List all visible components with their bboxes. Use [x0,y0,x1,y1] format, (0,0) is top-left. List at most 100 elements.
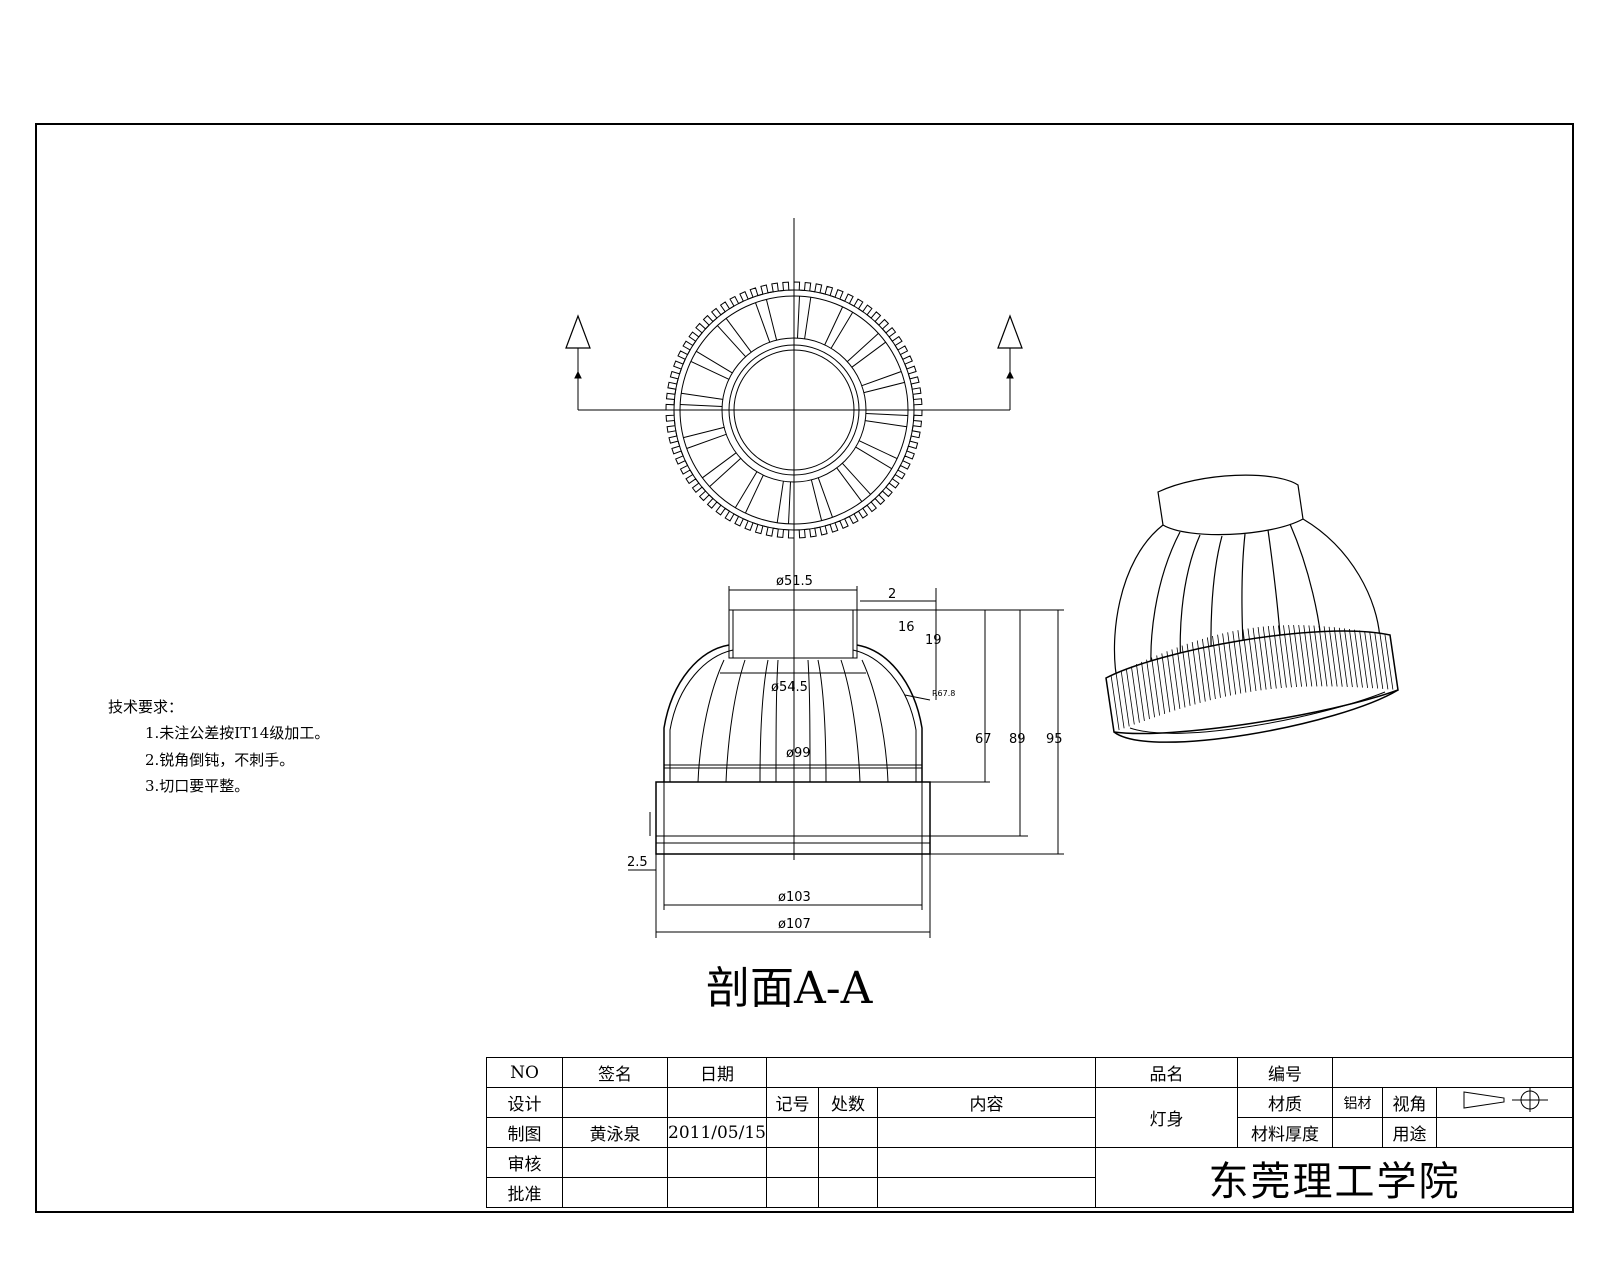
dim-d-mid: ø99 [786,746,811,761]
review-content [876,1147,1097,1178]
knurl-line [1166,651,1176,711]
count-header: 处数 [818,1087,878,1118]
knurl-line [1257,627,1267,690]
knurl-line [1267,626,1277,689]
knurl-line [1278,625,1287,688]
fin-line [734,471,758,508]
product-name: 灯身 [1095,1087,1239,1148]
date-header: 日期 [667,1057,767,1088]
knurl-line [1379,633,1389,690]
knurl-line [1369,631,1379,689]
knurl-line [1389,634,1399,691]
knurl-line [1262,626,1272,690]
material-label: 材质 [1237,1087,1334,1118]
knurl-line [1110,675,1120,731]
knurl-line [1186,643,1196,705]
knurl-line [1354,629,1363,688]
knurl-line [1120,670,1130,727]
fin-line [680,404,723,407]
review-label: 审核 [486,1147,563,1178]
product-header: 品名 [1095,1057,1239,1088]
knurl-line [1374,632,1384,689]
knurl-line [1146,659,1155,718]
approve-sign [562,1177,668,1208]
knurl-line [1288,625,1297,688]
fin-line [696,350,733,374]
knurl-line [1242,629,1252,692]
knurl-line [1273,625,1282,689]
projection-symbol [1436,1087,1575,1118]
dim-h19: 19 [925,633,942,648]
fin-line [810,479,823,521]
content-cell [876,1117,1097,1148]
approve-mark [766,1177,819,1208]
knurl-line [1344,628,1353,688]
knurl-line [1136,664,1145,721]
fin-line [686,433,727,449]
review-sign [562,1147,668,1178]
design-label: 设计 [486,1087,563,1118]
section-title: 剖面A-A [706,963,873,1014]
tech-requirements-title: 技术要求： [108,698,184,716]
count-cell [818,1117,878,1148]
fin-line [681,392,723,400]
code-value [1332,1057,1575,1088]
blank-header [765,1057,1097,1088]
knurl-line [1171,649,1181,709]
knurl-line [1349,628,1358,688]
design-date [667,1087,767,1118]
knurl-line [1364,631,1373,689]
dim-h67: 67 [975,732,992,747]
dim-h89: 89 [1009,732,1026,747]
no-header: NO [486,1057,563,1088]
fin-line [846,333,879,362]
use-value [1436,1117,1575,1148]
fin-line [863,381,905,394]
knurl-line [1105,677,1115,733]
review-date [667,1147,767,1178]
fin-line [865,420,907,428]
fin-line [817,477,833,518]
knurl-line [1298,625,1308,687]
fin-line [824,306,844,346]
fin-line [797,296,800,339]
knurl-line [1191,642,1201,703]
fin-line [861,371,902,387]
knurl-line [1247,628,1257,692]
projection-symbol-icon [1463,1088,1549,1112]
iso-view [1105,474,1399,743]
design-sign [562,1087,668,1118]
approve-label: 批准 [486,1177,563,1208]
fin-line [804,297,812,339]
fin-line [755,302,771,343]
knurl-line [1328,626,1338,687]
fin-line [788,481,791,524]
fin-line [855,446,892,470]
fin-line [702,452,737,479]
knurl-line [1125,668,1135,725]
fin-line [709,458,742,487]
tech-requirement-1: 1.未注公差按IT14级加工。 [145,724,330,742]
drafter-name: 黄泳泉 [562,1117,668,1148]
dim-d-inner: ø54.5 [771,680,808,695]
knurl-line [1222,633,1231,696]
approve-content [876,1177,1097,1208]
view-label: 视角 [1382,1087,1438,1118]
knurl-line [1161,653,1171,713]
thickness-value [1332,1117,1384,1148]
knurl-line [1217,634,1226,697]
tech-requirement-3: 3.切口要平整。 [145,777,250,795]
fin-line [858,440,898,460]
fin-line [851,341,886,368]
review-count [818,1147,878,1178]
knurl-line [1308,625,1318,687]
knurl-line [1359,630,1368,688]
knurl-line [1156,655,1166,714]
approve-count [818,1177,878,1208]
knurl-line [1313,625,1323,687]
dim-radius: R67.8 [932,689,956,698]
knurl-line [1207,637,1216,700]
code-header: 编号 [1237,1057,1334,1088]
knurl-line [1303,625,1313,687]
